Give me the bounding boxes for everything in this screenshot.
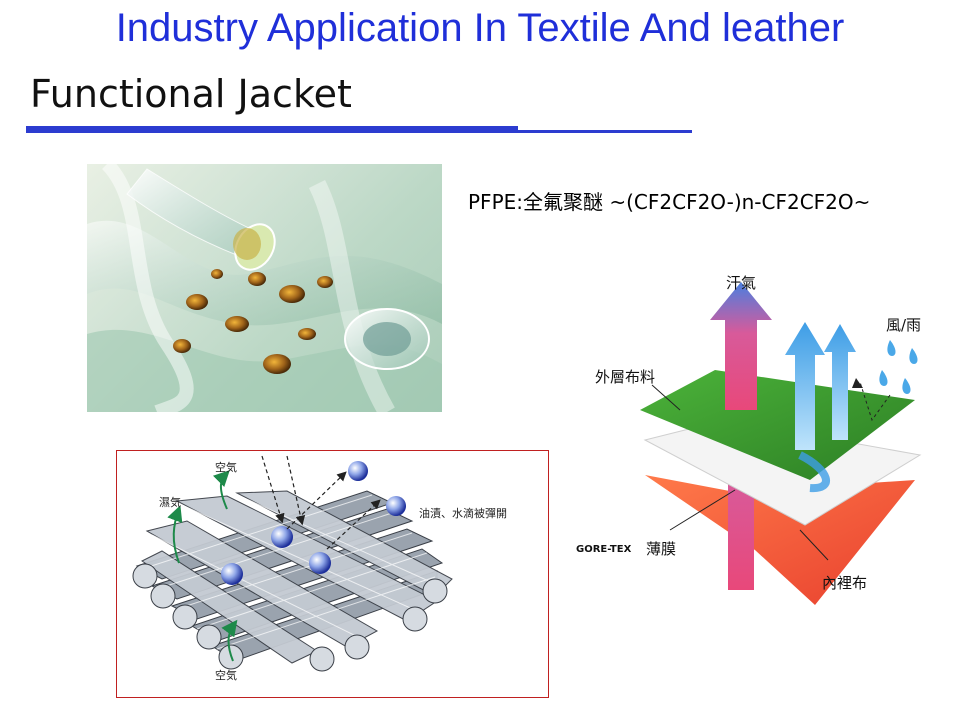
- pfpe-formula: PFPE:全氟聚醚 ~(CF2CF2O-)n-CF2CF2O~: [468, 190, 871, 214]
- fabric-weave-art: 空気 濕気 油漬、水滴被彈開 空気: [132, 455, 507, 682]
- fabric-oil-photo-art: [87, 164, 442, 412]
- membrane-label: 薄膜: [646, 540, 676, 558]
- outer-fabric-label: 外層布料: [595, 368, 655, 386]
- sweat-label: 汗氣: [726, 274, 756, 292]
- goretex-layer-diagram: 汗氣 風/雨 外層布料 GORE-TEX 薄膜 內裡布: [576, 274, 922, 605]
- fabric-repellency-diagram: 空気 濕気 油漬、水滴被彈開 空気: [116, 450, 549, 698]
- vapor-arrow-2: [824, 324, 856, 440]
- title-underline-thin: [518, 130, 692, 133]
- goretex-brand-label: GORE-TEX: [576, 544, 632, 555]
- slide-subtitle: Functional Jacket: [30, 72, 352, 116]
- repel-label: 油漬、水滴被彈開: [419, 506, 507, 520]
- air-bottom-label: 空気: [215, 668, 237, 682]
- air-top-label: 空気: [215, 460, 237, 474]
- title-underline-thick: [26, 126, 518, 133]
- wind-rain-label: 風/雨: [886, 316, 921, 334]
- moisture-label: 濕気: [159, 495, 181, 509]
- rain-drops: [879, 340, 918, 394]
- slide-title: Industry Application In Textile And leat…: [115, 6, 845, 50]
- fabric-oil-photo: [87, 164, 442, 412]
- vapor-arrow-1: [785, 322, 825, 450]
- inner-fabric-label: 內裡布: [822, 574, 867, 592]
- sweat-arrow-head: [710, 282, 772, 410]
